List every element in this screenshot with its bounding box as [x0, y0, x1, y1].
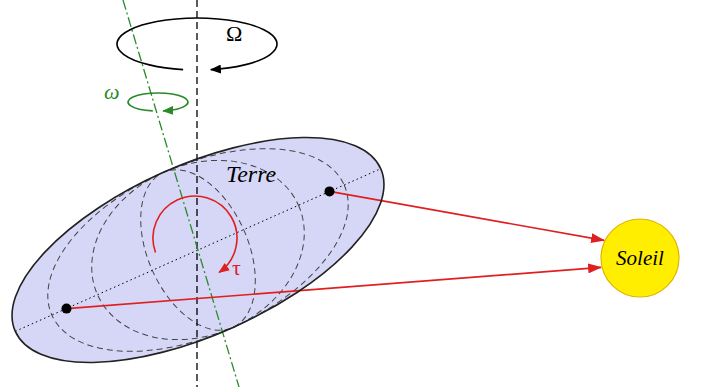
- sun-disc: [601, 219, 679, 297]
- torque-symbol: τ: [232, 256, 241, 280]
- meridians: [17, 107, 378, 387]
- orbit-axis: [196, 0, 197, 387]
- mass-point: [325, 186, 335, 196]
- meridian: [17, 107, 378, 387]
- force-arrow: [330, 191, 605, 240]
- earth-fill: [0, 91, 415, 387]
- earth-body: Terre: [12, 137, 384, 363]
- precession-arrow: [117, 18, 277, 70]
- spin-symbol: ω: [104, 80, 120, 104]
- sun-circle: Soleil: [600, 218, 680, 298]
- spin-arrow: [128, 93, 188, 111]
- earth-outline: [0, 91, 415, 387]
- torque-arrow: [153, 196, 237, 272]
- mass-point: [62, 304, 72, 314]
- force-arrow: [67, 267, 602, 308]
- spin-axis: [123, 0, 239, 387]
- node-label: Soleil: [616, 246, 664, 271]
- node-label: Terre: [226, 161, 276, 188]
- earth-outline: [12, 137, 384, 363]
- precession-symbol: Ω: [226, 22, 242, 46]
